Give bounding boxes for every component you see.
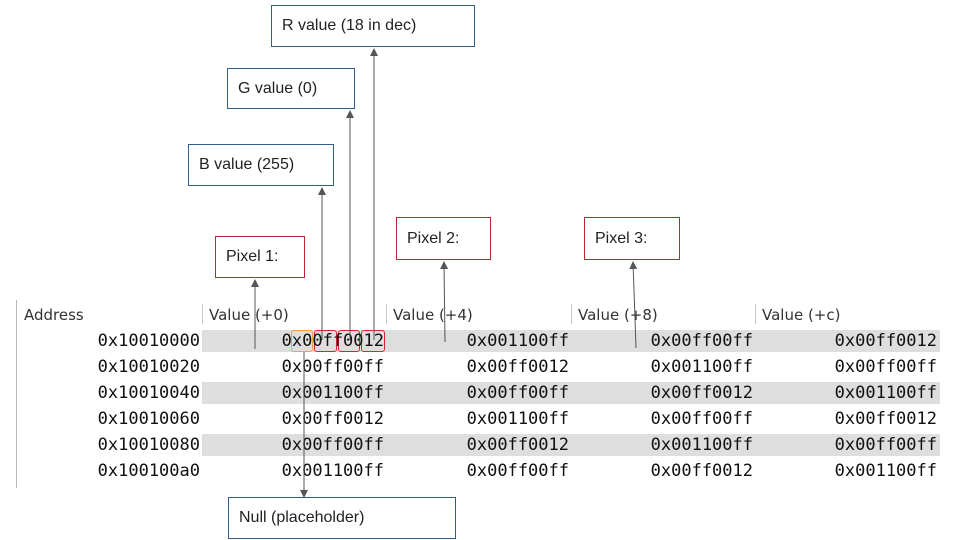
value-cell: 0x001100ff: [281, 383, 384, 403]
value-cell: 0x00ff00ff: [650, 331, 753, 351]
row-shading: [202, 382, 940, 404]
r-byte-highlight: [361, 330, 385, 352]
value-cell: 0x00ff0012: [650, 461, 753, 481]
memory-table: Address Value (+0) Value (+4) Value (+8)…: [16, 300, 940, 488]
pixel1-label: Pixel 1:: [226, 248, 279, 265]
g-byte-highlight: [338, 330, 360, 352]
table-row: 0x10010040 0x001100ff 0x00ff00ff 0x00ff0…: [16, 380, 940, 406]
address-cell: 0x10010080: [97, 435, 200, 455]
header-value-4: Value (+4): [393, 306, 473, 324]
pixel2-callout: Pixel 2:: [396, 217, 491, 260]
value-cell: 0x001100ff: [650, 357, 753, 377]
value-cell: 0x00ff0012: [650, 383, 753, 403]
value-cell: 0x00ff00ff: [466, 383, 569, 403]
null-byte-highlight: [291, 330, 313, 352]
address-cell: 0x10010020: [97, 357, 200, 377]
row-shading: [202, 330, 940, 352]
value-cell: 0x00ff0012: [834, 409, 937, 429]
address-cell: 0x10010040: [97, 383, 200, 403]
value-cell: 0x001100ff: [834, 461, 937, 481]
header-value-0: Value (+0): [209, 306, 289, 324]
table-row: 0x100100a0 0x001100ff 0x00ff00ff 0x00ff0…: [16, 458, 940, 484]
value-cell: 0x00ff00ff: [834, 357, 937, 377]
null-placeholder-callout: Null (placeholder): [228, 497, 456, 539]
value-cell: 0x00ff0012: [281, 331, 384, 351]
value-cell: 0x00ff0012: [466, 435, 569, 455]
b-value-label: B value (255): [199, 156, 295, 173]
value-cell: 0x001100ff: [466, 331, 569, 351]
null-placeholder-label: Null (placeholder): [239, 509, 365, 526]
value-cell: 0x00ff0012: [466, 357, 569, 377]
value-cell: 0x00ff00ff: [834, 435, 937, 455]
b-value-callout: B value (255): [188, 144, 334, 186]
table-row: 0x10010060 0x00ff0012 0x001100ff 0x00ff0…: [16, 406, 940, 432]
b-byte-highlight: [314, 330, 337, 352]
header-value-c: Value (+c): [762, 306, 841, 324]
table-row: 0x10010000 0x00ff0012 0x001100ff 0x00ff0…: [16, 328, 940, 354]
header-separator: [571, 304, 572, 324]
address-cell: 0x10010000: [97, 331, 200, 351]
value-cell: 0x001100ff: [466, 409, 569, 429]
pixel3-arrow: [629, 261, 638, 349]
table-row: 0x10010080 0x00ff00ff 0x00ff0012 0x00110…: [16, 432, 940, 458]
pixel3-callout: Pixel 3:: [584, 217, 680, 260]
table-header: Address Value (+0) Value (+4) Value (+8)…: [16, 300, 940, 328]
address-cell: 0x100100a0: [97, 461, 200, 481]
header-separator: [755, 304, 756, 324]
table-row: 0x10010020 0x00ff00ff 0x00ff0012 0x00110…: [16, 354, 940, 380]
value-cell: 0x00ff0012: [281, 409, 384, 429]
header-value-8: Value (+8): [578, 306, 658, 324]
pixel2-label: Pixel 2:: [407, 229, 460, 247]
header-separator: [386, 304, 387, 324]
g-value-label: G value (0): [238, 79, 318, 97]
value-cell: 0x001100ff: [834, 383, 937, 403]
pixel3-label: Pixel 3:: [595, 229, 648, 247]
value-cell: 0x001100ff: [650, 435, 753, 455]
value-cell: 0x00ff0012: [834, 331, 937, 351]
value-cell: 0x001100ff: [281, 461, 384, 481]
r-value-callout: R value (18 in dec): [271, 5, 475, 47]
r-value-label: R value (18 in dec): [282, 17, 417, 34]
value-cell: 0x00ff00ff: [466, 461, 569, 481]
header-address: Address: [24, 306, 84, 324]
pixel1-callout: Pixel 1:: [215, 236, 305, 278]
pixel2-arrow: [440, 261, 449, 343]
value-cell: 0x00ff00ff: [650, 409, 753, 429]
table-left-border: [16, 300, 17, 488]
row-shading: [202, 434, 940, 456]
g-value-callout: G value (0): [227, 68, 355, 109]
value-cell: 0x00ff00ff: [281, 357, 384, 377]
address-cell: 0x10010060: [97, 409, 200, 429]
value-cell: 0x00ff00ff: [281, 435, 384, 455]
header-separator: [202, 304, 203, 324]
